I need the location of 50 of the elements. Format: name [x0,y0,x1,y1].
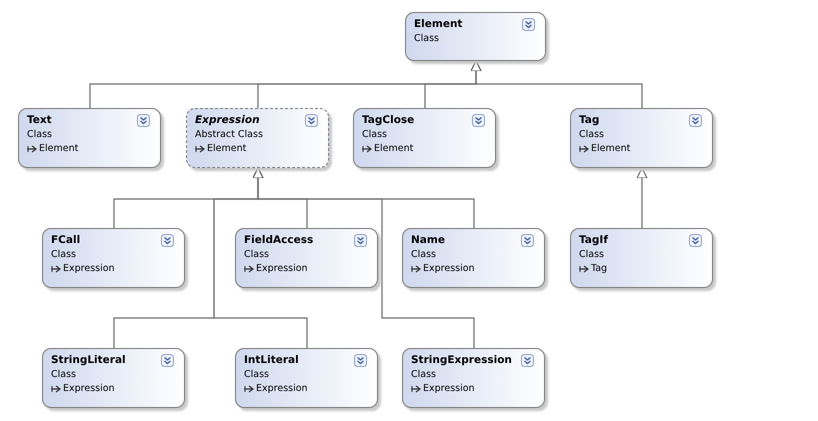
class-box [42,348,185,408]
class-box [405,12,546,61]
class-name: Tag [579,114,600,126]
class-name: TagClose [362,114,414,126]
class-kind: Class [579,129,604,140]
inheritance-arrow [252,168,475,348]
class-kind: Class [362,129,387,140]
class-box [235,348,378,408]
class-name: Expression [195,114,260,126]
inheritance-arrow [636,168,648,228]
class-name: Element [414,18,462,30]
base-class-name: Expression [423,263,475,274]
base-class-name: Expression [423,383,475,394]
base-class-name: Expression [256,383,308,394]
base-class-name: Element [39,143,78,154]
class-name: TagIf [579,234,608,246]
base-class-name: Element [374,143,414,154]
class-kind: Class [414,33,439,44]
class-kind: Class [579,249,604,260]
class-kind: Class [411,369,436,380]
class-kind: Abstract Class [195,129,263,140]
class-kind: Class [411,249,436,260]
class-box [18,108,161,168]
base-class-name: Tag [591,263,608,274]
class-name: Name [411,234,445,246]
class-kind: Class [244,249,269,260]
class-box [570,228,713,288]
base-class-name: Expression [63,383,115,394]
base-class-name: Element [207,143,246,154]
class-name: FCall [51,234,80,246]
base-class-name: Expression [63,263,115,274]
base-class-name: Expression [256,263,308,274]
class-name: StringLiteral [51,354,126,366]
class-box [353,108,496,168]
class-box [402,348,545,408]
class-box [42,228,185,288]
class-kind: Class [27,129,52,140]
base-class-name: Element [591,143,630,154]
class-name: IntLiteral [244,354,299,366]
class-box [570,108,713,168]
class-name: FieldAccess [244,234,314,246]
class-name: Text [27,114,52,126]
class-box [235,228,378,288]
class-box [402,228,545,288]
class-kind: Class [51,249,76,260]
class-name: StringExpression [411,354,512,366]
class-kind: Class [244,369,269,380]
class-kind: Class [51,369,76,380]
class-box [186,108,329,168]
inheritance-arrow [470,60,643,108]
